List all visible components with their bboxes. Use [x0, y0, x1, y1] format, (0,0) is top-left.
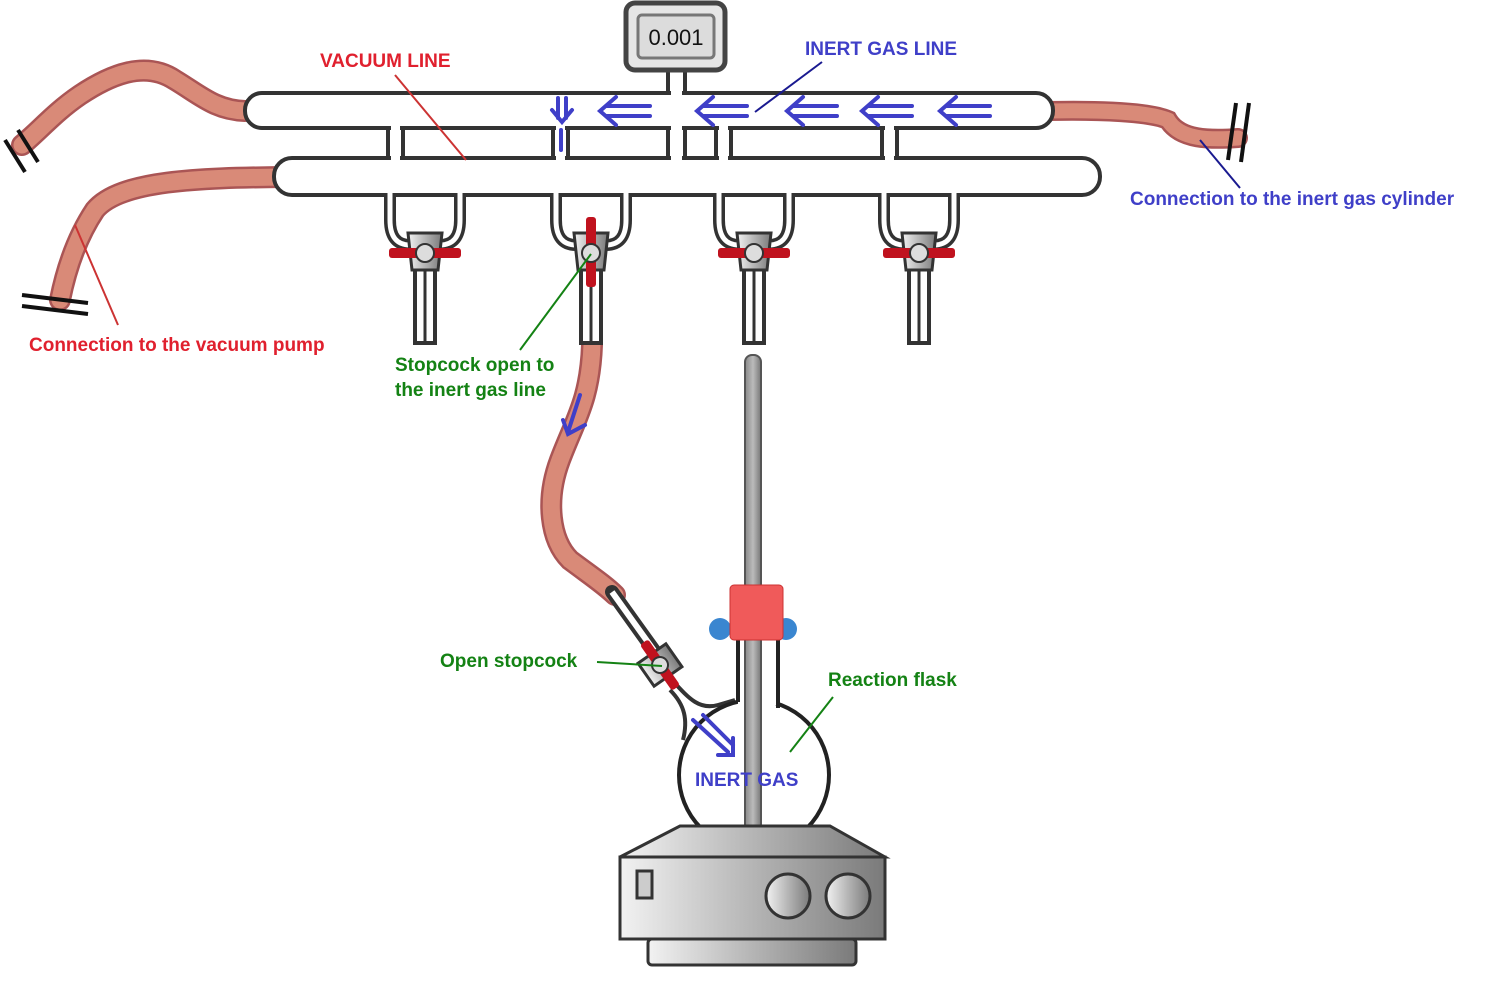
flow-arrows	[550, 95, 992, 757]
manifold-stopcock[interactable]	[713, 190, 795, 345]
manifold-stopcock[interactable]	[384, 190, 466, 345]
hose-to-flask	[540, 334, 626, 606]
arrow-left-icon	[693, 95, 749, 127]
reaction-flask	[677, 629, 831, 852]
break-marks	[3, 102, 1251, 316]
gauge-reading: 0.001	[648, 25, 703, 50]
label-inert-gas: INERT GAS	[695, 770, 798, 791]
arrow-left-icon	[596, 95, 652, 127]
label-vacuum-line: VACUUM LINE	[320, 51, 451, 72]
hose-top-left	[11, 59, 256, 156]
arrow-down-right-icon	[691, 713, 735, 757]
leader-lines	[74, 61, 1241, 753]
arrow-down-icon	[561, 393, 587, 437]
hotplate-knob[interactable]	[824, 872, 872, 920]
arrow-left-icon	[783, 95, 839, 127]
arrow-down-icon	[550, 96, 574, 126]
stirrer-hotplate	[618, 824, 891, 967]
manifold-stopcock[interactable]	[550, 190, 632, 345]
manifold-stopcock[interactable]	[878, 190, 960, 345]
hose-inert-gas-cylinder	[1038, 100, 1248, 149]
pressure-gauge	[623, 0, 728, 167]
label-reaction-flask: Reaction flask	[828, 670, 957, 691]
inert-gas-manifold	[243, 91, 1055, 130]
vacuum-manifold	[272, 156, 1102, 197]
hose-vacuum-pump	[49, 166, 293, 311]
arrow-left-icon	[936, 95, 992, 127]
label-gas-cylinder: Connection to the inert gas cylinder	[1130, 189, 1455, 210]
arrow-left-icon	[858, 95, 914, 127]
label-stopcock-open-1: Stopcock open to	[395, 355, 554, 376]
label-stopcock-open-2: the inert gas line	[395, 380, 546, 401]
clamp	[709, 584, 797, 641]
label-open-stopcock: Open stopcock	[440, 651, 578, 672]
hotplate-knob[interactable]	[764, 872, 812, 920]
label-inert-gas-line: INERT GAS LINE	[805, 39, 957, 60]
label-vacuum-pump: Connection to the vacuum pump	[29, 335, 325, 356]
